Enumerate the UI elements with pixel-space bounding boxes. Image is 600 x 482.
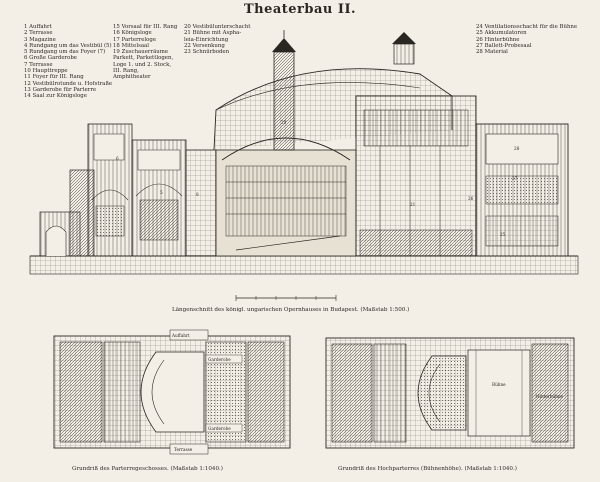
legend-entry: Parkett, Parkettlogen, [113, 55, 174, 62]
plan-label: Terrasse [174, 447, 193, 452]
foundation [29, 255, 579, 275]
legend-entry: 22 Versenkung [184, 42, 225, 49]
legend-entry: 11 Foyer für III. Rang [24, 74, 84, 81]
section-label: 21 [410, 202, 416, 207]
ventilation-tower [273, 51, 295, 151]
legend-entry: 20 Vestibülunterschacht [184, 24, 251, 30]
legend-entry: 15 Vorsaal für III. Rang [113, 24, 178, 30]
legend-entry: III. Rang, [113, 68, 139, 75]
legend-entry: 19 Zuschauerräume [113, 49, 169, 56]
legend-entry: 7 Terrasse [24, 61, 53, 68]
section-label: 25 [500, 232, 506, 237]
section-label: 29 [281, 120, 287, 125]
section-label: 28 [514, 146, 520, 151]
plan-label: Bühne [492, 382, 506, 387]
legend-entry: 17 Parterreloge [113, 36, 157, 43]
staircase-block [185, 149, 217, 257]
fly-loft [363, 109, 469, 147]
ground-floor-plan: Auffahrt Garderobe Garderobe Terrasse [53, 329, 291, 455]
plan-left-caption: Grundriß des Parterregeschosses. (Maßsta… [72, 466, 223, 472]
legend-column-4: 24 Ventilationsschacht für die Bühne 25 … [476, 24, 577, 55]
legend-entry: 2 Terrasse [24, 30, 53, 37]
legend-entry: leia-Einrichtung [184, 36, 229, 43]
legend-column-2: 15 Vorsaal für III. Rang 16 Königsloge 1… [113, 24, 177, 81]
section-label: 26 [468, 196, 474, 201]
plan-right-caption: Grundriß des Hochparterres (Bühnenhöhe).… [338, 466, 517, 472]
section-label: 27 [512, 176, 518, 181]
legend-entry: 24 Ventilationsschacht für die Bühne [476, 24, 578, 30]
section-label: 6 [116, 156, 119, 161]
legend-entry: 14 Saal zur Königsloge [24, 93, 87, 100]
plan-label: Garderobe [208, 357, 231, 362]
section-label: 8 [196, 192, 199, 197]
legend-entry: 10 Haupttreppe [24, 68, 68, 75]
legend-entry: 26 Hinterbühne [476, 36, 520, 43]
section-label: 5 [160, 190, 163, 195]
legend-entry: 18 Mittelsaal [113, 42, 149, 49]
legend-entry: 5 Rundgang um das Foyer (7) [24, 49, 106, 56]
legend-entry: 28 Material [476, 49, 508, 56]
plan-label: Auffahrt [171, 333, 190, 338]
scale-bar [235, 295, 337, 301]
plan-label: Hinterbühne [536, 394, 564, 399]
legend-column-3: 20 Vestibülunterschacht 21 Bühne mit Asp… [184, 24, 250, 55]
legend-entry: 27 Ballett-Probesaal [476, 42, 532, 49]
legend-entry: 3 Magazine [24, 36, 56, 43]
legend-entry: 4 Rundgang um das Vestibül (5) [24, 42, 112, 49]
section-caption: Längenschnitt des königl. ungarischen Op… [172, 307, 410, 313]
legend-entry: 1 Auffahrt [24, 24, 52, 30]
legend-entry: 21 Bühne mit Aspha- [184, 30, 242, 37]
legend-entry: 12 Vestibülrotunde u. Hofstraße [24, 80, 113, 87]
legend-entry: 16 Königsloge [113, 30, 152, 37]
legend-column-1: 1 Auffahrt 2 Terrasse 3 Magazine 4 Rundg… [24, 24, 112, 100]
upper-floor-plan: Bühne Hinterbühne [325, 337, 575, 449]
legend-entry: Amphitheater [113, 74, 151, 81]
legend-entry: 25 Akkumulatoren [476, 30, 527, 37]
legend-entry: 6 Große Garderobe [24, 55, 77, 62]
plan-label: Garderobe [208, 426, 231, 431]
plate-title: Theaterbau II. [243, 2, 357, 17]
legend-entry: 23 Schnürboden [184, 49, 230, 56]
legend-entry: 13 Garderobe für Parterre [24, 86, 97, 93]
legend-entry: Loge 1. und 2. Stock, [113, 61, 172, 68]
